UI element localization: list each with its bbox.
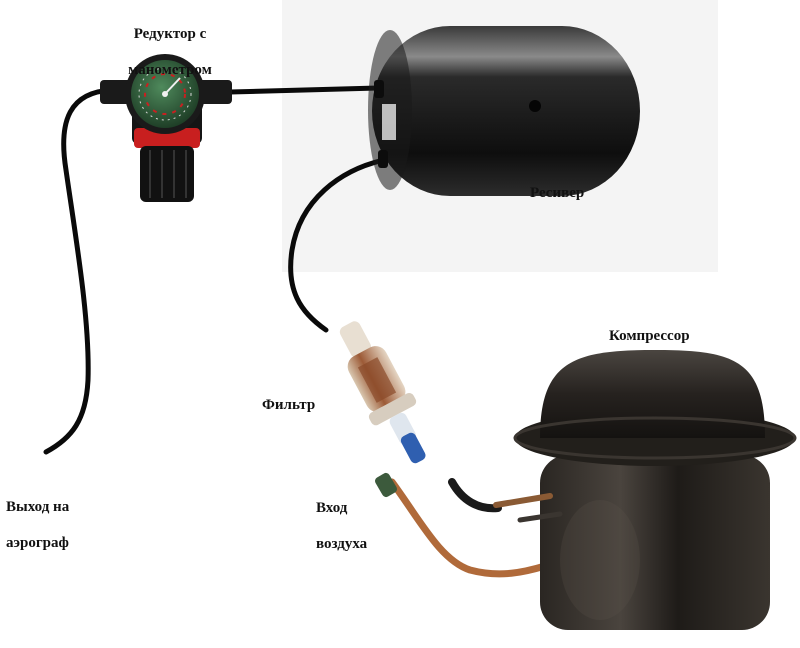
pressure-gauge xyxy=(125,54,205,134)
air-inlet-label-line-1: Вход xyxy=(316,500,348,516)
regulator-label-line-1: Редуктор с xyxy=(133,26,207,42)
air-inlet-label: Вход воздуха xyxy=(316,481,367,571)
inlet-tip xyxy=(375,472,397,498)
airbrush-outlet-label-line-2: аэрограф xyxy=(6,535,69,551)
air-inlet-label-line-2: воздуха xyxy=(316,536,368,552)
regulator-label: Редуктор с манометром xyxy=(100,7,240,97)
filter-label: Фильтр xyxy=(262,397,316,413)
inlet-copper-tube xyxy=(388,478,549,578)
inline-filter xyxy=(339,321,426,464)
airbrush-outlet-label: Выход на аэрограф xyxy=(6,480,69,570)
airbrush-outlet-label-line-1: Выход на xyxy=(6,499,70,515)
filter-to-compressor-hose xyxy=(448,478,502,513)
compressor-label: Компрессор xyxy=(609,328,690,344)
compressor-body xyxy=(493,350,797,630)
regulator-to-receiver-hose xyxy=(227,85,381,95)
receiver-tank xyxy=(368,26,640,196)
outlet-hose xyxy=(43,87,115,455)
receiver-label: Ресивер xyxy=(530,185,585,201)
regulator-label-line-2: манометром xyxy=(128,62,212,78)
receiver-to-filter-hose xyxy=(288,157,387,333)
